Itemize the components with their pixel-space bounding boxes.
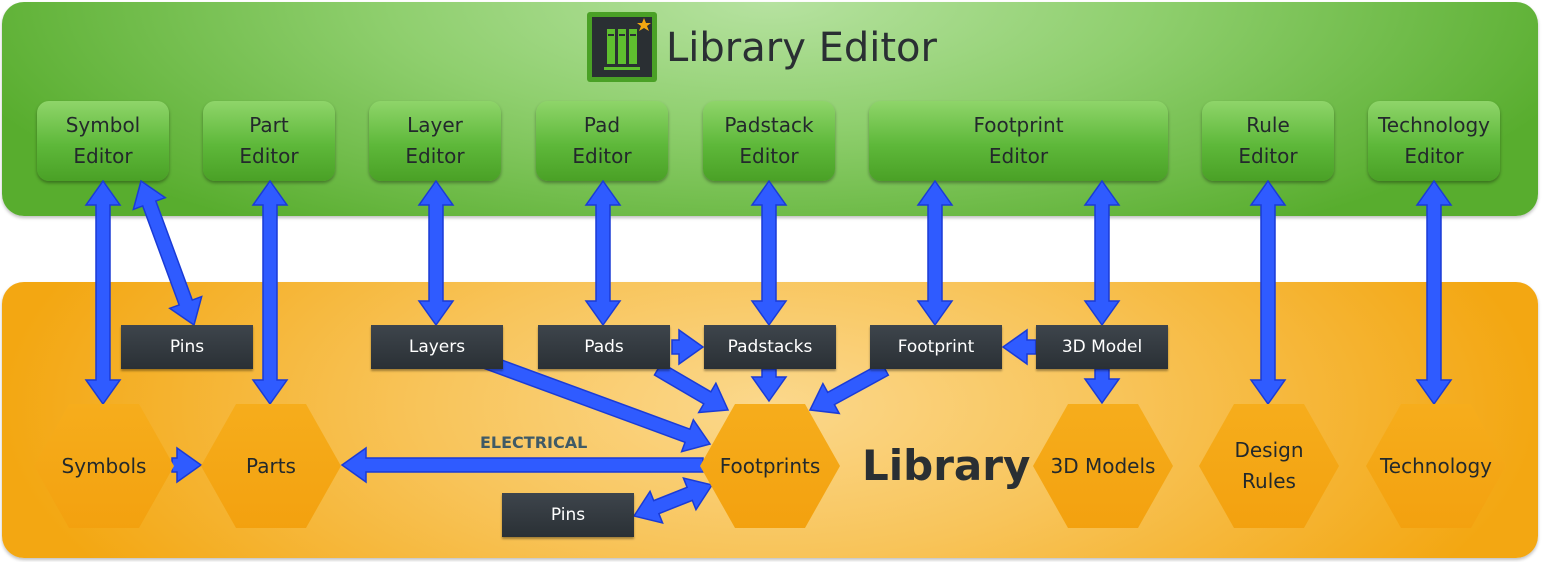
rule-editor-label-line1: Rule [1246,113,1290,137]
technology-label: Technology [1379,453,1493,478]
3d-model-bar[interactable]: 3D Model [1036,325,1168,369]
books-icon [587,12,657,82]
arrow-layer-editor-layers [417,179,455,327]
arrow-symbol-editor-symbols [84,179,122,406]
arrow-pads-footprints [653,361,730,414]
part-editor-label-line1: Part [249,113,289,137]
footprint-editor-label-line1: Footprint [973,113,1064,137]
app-title: Library Editor [666,25,937,71]
pads-bar[interactable]: Pads [538,325,670,369]
layer-editor-label-line2: Editor [405,144,465,168]
arrow-symbols-parts [171,446,203,484]
technology-editor-label-line2: Editor [1404,144,1464,168]
library-label: Library [862,441,1031,490]
part-editor-label-line2: Editor [239,144,299,168]
symbol-editor-label-line2: Editor [73,144,133,168]
symbols-label: Symbols [61,453,147,478]
footprint-bar[interactable]: Footprint [870,325,1002,369]
design-rules-label-line1: Design [1234,438,1304,462]
arrow-padstack-editor-padstacks [750,179,788,327]
3d-models-hexagon[interactable]: 3D Models [1033,404,1173,528]
arrow-footprints-parts-electrical [340,446,704,484]
padstacks-bar[interactable]: Padstacks [704,325,836,369]
padstack-editor-label-line2: Editor [739,144,799,168]
arrow-rule-editor-design-rules [1249,179,1287,406]
layers-bar[interactable]: Layers [371,325,503,369]
footprint-editor-label-line2: Editor [988,144,1049,168]
arrow-symbol-editor-pins [132,179,203,327]
symbol-editor-label-line1: Symbol [65,113,141,137]
electrical-edge-label: ELECTRICAL [480,433,588,452]
footprints-label: Footprints [719,453,821,478]
pad-editor-label-line1: Pad [583,113,621,137]
arrow-part-editor-parts [251,179,289,406]
arrow-pad-editor-pads [584,179,622,327]
arrow-pads-padstacks [671,328,705,366]
arrow-technology-editor-technology [1415,179,1453,406]
arrow-footprint-editor-footprint [916,179,954,327]
pad-editor-label-line2: Editor [572,144,632,168]
pins-bar-top[interactable]: Pins [121,325,253,369]
parts-label: Parts [246,453,296,478]
arrow-pins-footprints [632,476,714,525]
3d-models-label: 3D Models [1050,453,1156,478]
pins-bar-bottom[interactable]: Pins [502,493,634,537]
rule-editor-label-line2: Editor [1238,144,1298,168]
padstack-editor-label-line1: Padstack [724,113,814,137]
technology-editor-label-line1: Technology [1377,113,1491,137]
layer-editor-label-line1: Layer [407,113,463,137]
arrow-footprint-editor-3d-model [1083,179,1121,327]
arrow-3d-model-3d-models [1083,368,1121,405]
technology-hexagon[interactable]: Technology [1366,404,1506,528]
arrow-padstacks-footprints [750,368,788,403]
arrow-layers-footprints [483,354,712,453]
design-rules-label-line2: Rules [1242,469,1296,493]
arrow-3d-model-footprint [1001,328,1037,366]
